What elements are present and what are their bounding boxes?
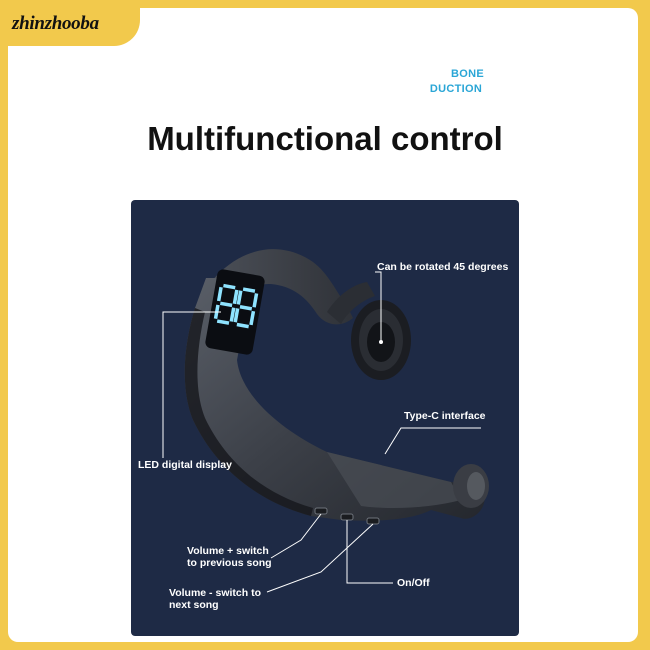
callout-type-c: Type-C interface [404,410,486,422]
product-image-panel: Can be rotated 45 degrees Type-C interfa… [131,200,519,636]
callout-volume-down-line1: Volume - switch to [169,587,261,599]
bone-tag-line1: BONE [451,68,484,80]
callout-volume-down-line2: next song [169,599,219,611]
brand-name: zhinzhooba [12,13,99,34]
callout-led: LED digital display [138,459,232,471]
callout-lines [162,271,481,593]
callout-power: On/Off [397,577,430,589]
callout-volume-up-line1: Volume + switch [187,545,269,557]
volume-down-button[interactable] [366,517,380,525]
callout-volume-up-line2: to previous song [187,557,272,569]
bone-tag-line2: DUCTION [429,83,483,95]
brand-badge: zhinzhooba [0,0,140,46]
led-digits [213,283,259,329]
earphone-body [184,278,485,521]
page-title: Multifunctional control [147,120,503,157]
volume-up-button[interactable] [314,507,328,515]
earphone-illustration [162,249,489,593]
power-button[interactable] [340,513,354,521]
hook-neck [327,282,375,324]
callout-rotate: Can be rotated 45 degrees [377,261,509,273]
ear-hook-arm [211,249,353,325]
